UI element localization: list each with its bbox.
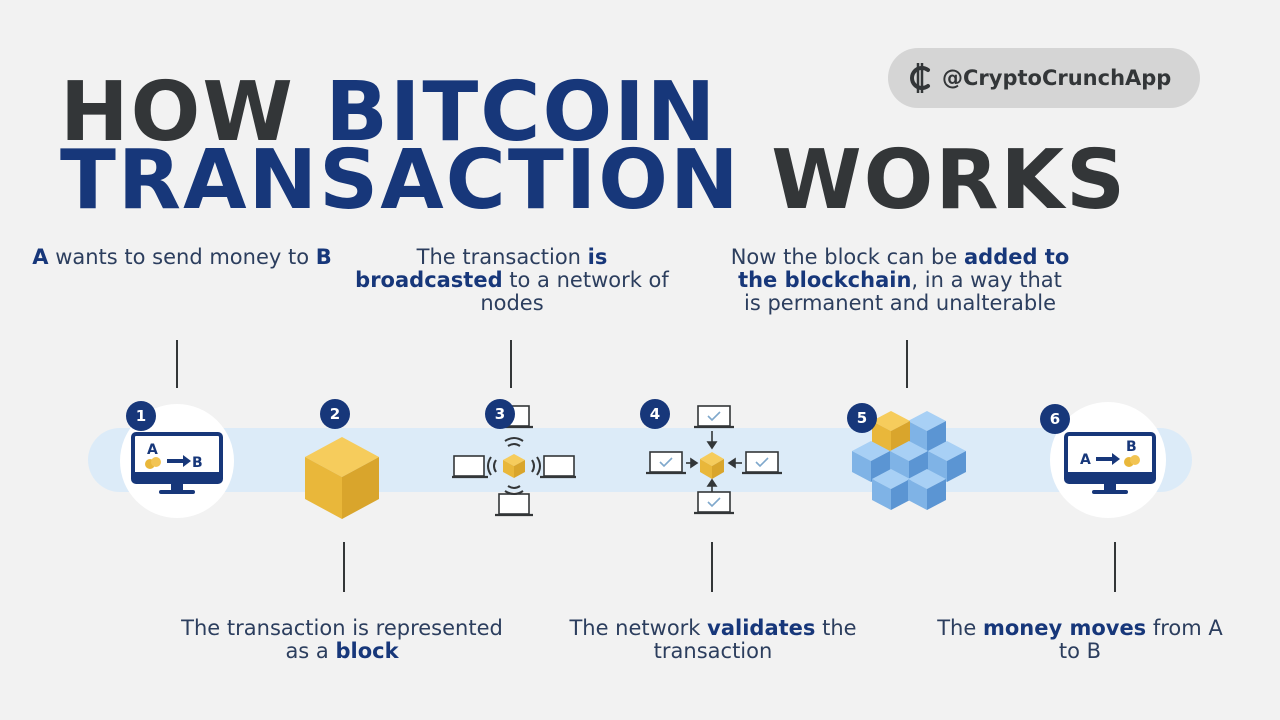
connector-line-6 — [1114, 542, 1116, 592]
step-number-3: 3 — [485, 399, 515, 429]
title-word-how: HOW — [60, 65, 326, 160]
broadcast-network-icon — [452, 405, 576, 517]
step-number-5: 5 — [847, 403, 877, 433]
monitor-a-to-b-icon: A B — [131, 432, 223, 494]
connector-line-2 — [343, 542, 345, 592]
screen-label-a: A — [1080, 452, 1091, 468]
caption-step-6: The money moves from A to B — [937, 616, 1223, 663]
caption-step-2: The transaction is represented as a bloc… — [181, 616, 503, 663]
title-line-1: HOW BITCOIN — [60, 72, 717, 154]
screen-label-a: A — [147, 442, 158, 458]
screen-label-b: B — [1126, 439, 1137, 455]
screen-label-b: B — [192, 455, 203, 471]
step-number-4: 4 — [640, 399, 670, 429]
connector-line-3 — [510, 340, 512, 388]
process-band — [88, 428, 1192, 492]
connector-line-5 — [906, 340, 908, 388]
crypto-crunch-logo-icon — [910, 63, 930, 93]
step-number-6: 6 — [1040, 404, 1070, 434]
caption-step-1: A wants to send money to B — [32, 245, 332, 269]
step-number-2: 2 — [320, 399, 350, 429]
caption-step-5: Now the block can be added to the blockc… — [730, 245, 1070, 315]
title-word-bitcoin: BITCOIN — [325, 65, 718, 160]
brand-badge[interactable]: @CryptoCrunchApp — [888, 48, 1200, 108]
monitor-b-received-icon: A B — [1064, 432, 1156, 494]
caption-step-4: The network validates the transaction — [569, 616, 857, 663]
step-number-1: 1 — [126, 401, 156, 431]
caption-step-3: The transaction is broadcasted to a netw… — [355, 245, 669, 315]
validation-network-icon — [646, 405, 782, 515]
title-word-works: WORKS — [740, 133, 1128, 228]
brand-handle: @CryptoCrunchApp — [942, 66, 1172, 90]
title-word-transaction: TRANSACTION — [60, 133, 741, 228]
connector-line-1 — [176, 340, 178, 388]
gold-cube-block-icon — [305, 437, 379, 519]
title-line-2: TRANSACTION WORKS — [60, 140, 1127, 222]
connector-line-4 — [711, 542, 713, 592]
